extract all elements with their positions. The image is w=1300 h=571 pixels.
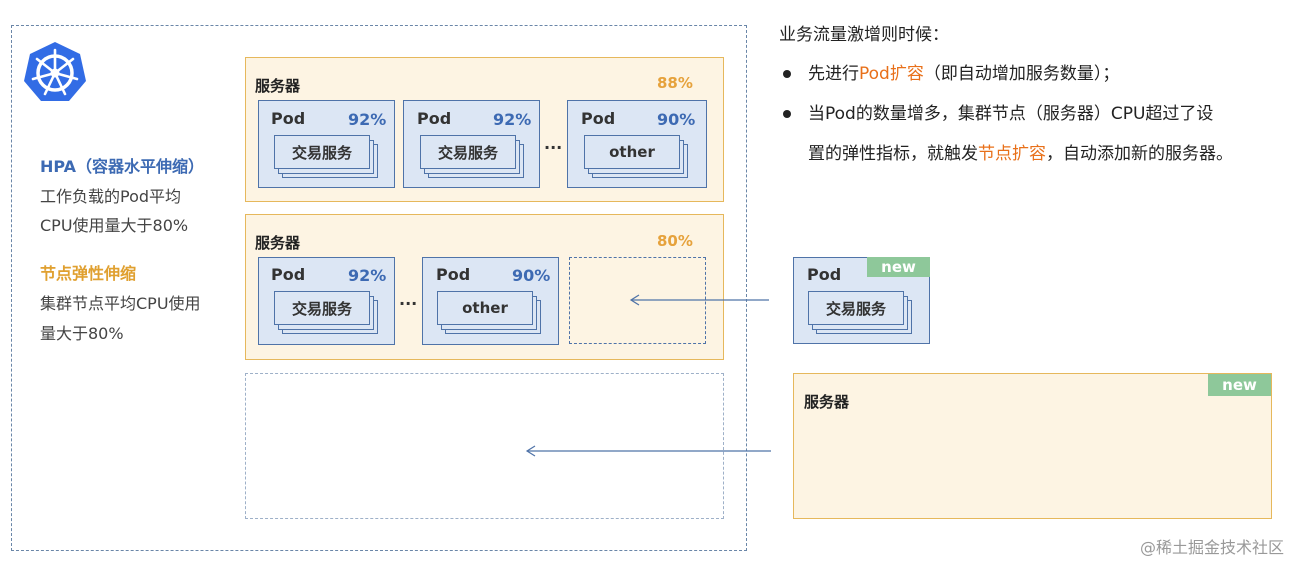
pod-cpu-usage: 92% <box>493 110 532 129</box>
ellipsis: ··· <box>544 138 563 157</box>
node-scaling-title: 节点弹性伸缩 <box>40 264 137 283</box>
bullet-2-post: ，自动添加新的服务器。 <box>1046 144 1233 164</box>
new-server-title: 服务器 <box>804 393 850 411</box>
hpa-desc-line1: 工作负载的Pod平均 <box>40 187 182 206</box>
service-label: other <box>437 291 533 325</box>
watermark: @稀土掘金技术社区 <box>1139 538 1284 557</box>
new-server-badge: new <box>1208 374 1271 396</box>
service-label: 交易服务 <box>808 291 904 325</box>
node-scaling-desc-line2: 量大于80% <box>40 324 124 343</box>
pod-label: Pod <box>417 109 452 128</box>
pod-label: Pod <box>271 265 306 284</box>
server-1-title: 服务器 <box>255 77 301 95</box>
hpa-desc-line2: CPU使用量大于80% <box>40 216 189 235</box>
bullet-dot <box>783 70 791 78</box>
bullet-2-pre: 置的弹性指标，就触发 <box>808 144 978 164</box>
service-label: 交易服务 <box>420 135 516 169</box>
hpa-title: HPA（容器水平伸缩） <box>40 157 205 176</box>
service-label: 交易服务 <box>274 291 370 325</box>
pod-label: Pod <box>436 265 471 284</box>
server-2-title: 服务器 <box>255 234 301 252</box>
pod-label: Pod <box>581 109 616 128</box>
server-1-cpu-usage: 88% <box>657 74 693 92</box>
pod-cpu-usage: 92% <box>348 110 387 129</box>
new-pod-badge: new <box>867 257 930 277</box>
service-label: 交易服务 <box>274 135 370 169</box>
bullet-2-line1: 当Pod的数量增多，集群节点（服务器）CPU超过了设 <box>808 104 1214 124</box>
new-server-card <box>793 373 1272 519</box>
bullet-1-pre: 先进行 <box>808 64 859 84</box>
pod-cpu-usage: 90% <box>512 266 551 285</box>
kubernetes-logo-icon <box>24 42 86 101</box>
bullet-1: 先进行Pod扩容（即自动增加服务数量）； <box>808 62 1119 86</box>
explanation-heading: 业务流量激增则时候： <box>779 25 949 45</box>
server-2-cpu-usage: 80% <box>657 232 693 250</box>
pod-label: Pod <box>271 109 306 128</box>
bullet-1-post: （即自动增加服务数量）； <box>923 64 1120 84</box>
cluster-boundary <box>11 25 747 551</box>
bullet-dot <box>783 110 791 118</box>
new-server-placeholder <box>245 373 724 519</box>
pod-cpu-usage: 90% <box>657 110 696 129</box>
node-scaling-highlight: 节点扩容 <box>978 144 1046 164</box>
pod-scaling-highlight: Pod扩容 <box>859 64 924 84</box>
ellipsis: ··· <box>399 294 418 313</box>
pod-label: Pod <box>807 265 842 284</box>
node-scaling-desc-line1: 集群节点平均CPU使用 <box>40 294 201 313</box>
empty-pod-slot <box>569 257 706 344</box>
pod-cpu-usage: 92% <box>348 266 387 285</box>
bullet-2-line2: 置的弹性指标，就触发节点扩容，自动添加新的服务器。 <box>808 142 1233 166</box>
service-label: other <box>584 135 680 169</box>
